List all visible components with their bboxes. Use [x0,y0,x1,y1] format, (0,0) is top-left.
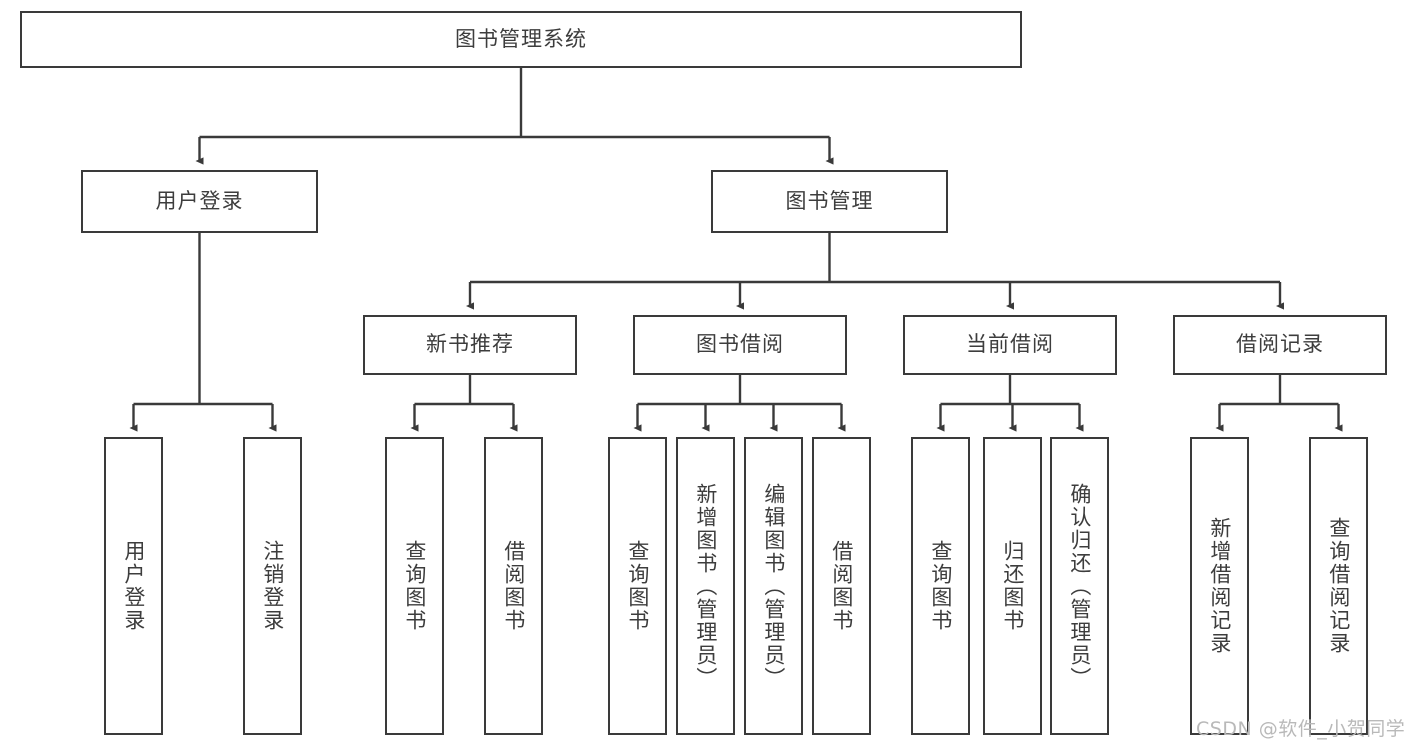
node-new-book-recommend-label: 新书推荐 [426,332,514,357]
csdn-watermark: CSDN @软件_小贺同学 [1196,718,1405,740]
leaf-borrow-book-borrow-label: 借阅图书 [829,540,854,632]
leaf-borrow-book-recommend[interactable]: 借阅图书 [484,437,543,735]
leaf-query-book-recommend[interactable]: 查询图书 [385,437,444,735]
leaf-user-logout-label: 注销登录 [260,540,285,632]
leaf-query-borrow-record[interactable]: 查询借阅记录 [1309,437,1368,735]
node-current-borrow[interactable]: 当前借阅 [903,315,1117,375]
node-book-manage[interactable]: 图书管理 [711,170,948,233]
leaf-return-book[interactable]: 归还图书 [983,437,1042,735]
leaf-user-login[interactable]: 用户登录 [104,437,163,735]
node-new-book-recommend[interactable]: 新书推荐 [363,315,577,375]
leaf-add-book-admin[interactable]: 新增图书（管理员） [676,437,735,735]
leaf-query-book-current-label: 查询图书 [928,540,953,632]
leaf-add-book-admin-label: 新增图书（管理员） [693,482,718,690]
leaf-borrow-book-borrow[interactable]: 借阅图书 [812,437,871,735]
leaf-add-borrow-record[interactable]: 新增借阅记录 [1190,437,1249,735]
leaf-confirm-return-admin[interactable]: 确认归还（管理员） [1050,437,1109,735]
node-current-borrow-label: 当前借阅 [966,332,1054,357]
node-root[interactable]: 图书管理系统 [20,11,1022,68]
leaf-query-book-borrow-label: 查询图书 [625,540,650,632]
leaf-confirm-return-admin-label: 确认归还（管理员） [1067,482,1092,690]
leaf-query-borrow-record-label: 查询借阅记录 [1326,517,1351,655]
leaf-return-book-label: 归还图书 [1000,540,1025,632]
leaf-query-book-current[interactable]: 查询图书 [911,437,970,735]
node-book-borrow-label: 图书借阅 [696,332,784,357]
leaf-add-borrow-record-label: 新增借阅记录 [1207,517,1232,655]
node-user-login[interactable]: 用户登录 [81,170,318,233]
leaf-query-book-borrow[interactable]: 查询图书 [608,437,667,735]
node-user-login-label: 用户登录 [155,188,244,213]
node-borrow-record[interactable]: 借阅记录 [1173,315,1387,375]
leaf-query-book-recommend-label: 查询图书 [402,540,427,632]
leaf-user-login-label: 用户登录 [121,540,146,632]
node-book-manage-label: 图书管理 [785,188,874,213]
node-book-borrow[interactable]: 图书借阅 [633,315,847,375]
leaf-user-logout[interactable]: 注销登录 [243,437,302,735]
leaf-edit-book-admin-label: 编辑图书（管理员） [761,482,786,690]
leaf-edit-book-admin[interactable]: 编辑图书（管理员） [744,437,803,735]
node-root-label: 图书管理系统 [455,26,587,51]
leaf-borrow-book-recommend-label: 借阅图书 [501,540,526,632]
node-borrow-record-label: 借阅记录 [1236,332,1324,357]
